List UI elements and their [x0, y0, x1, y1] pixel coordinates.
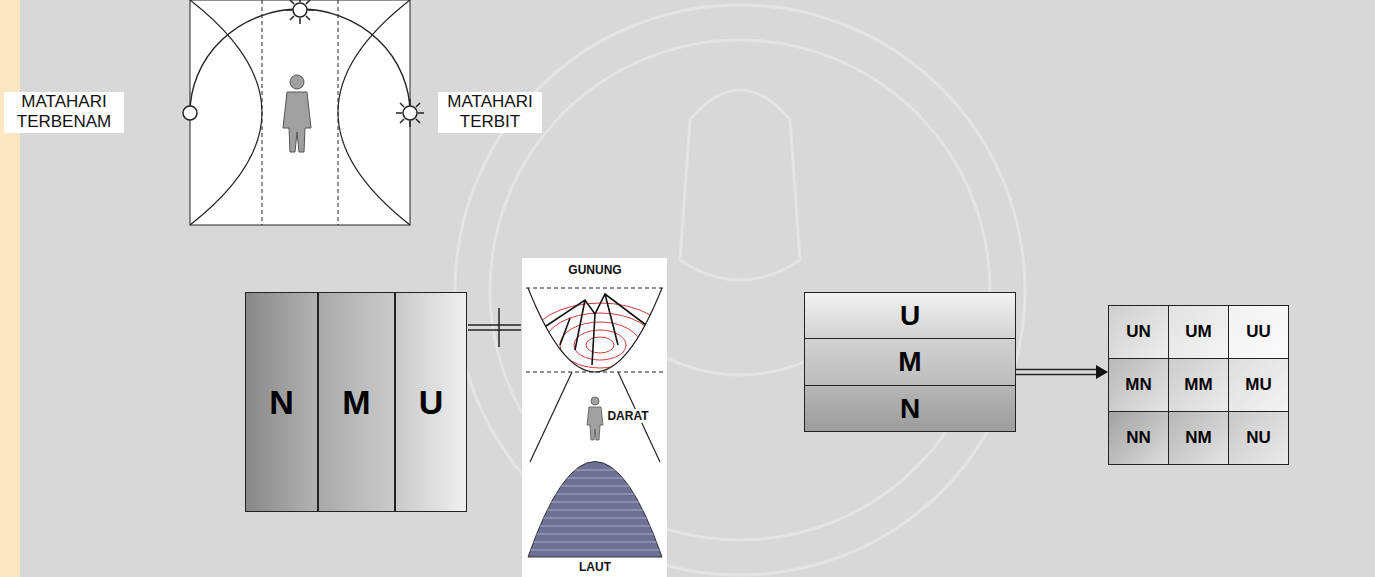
band-letter: U	[900, 300, 920, 332]
band-letter: MU	[1245, 375, 1271, 395]
grid-cell: UU	[1228, 305, 1289, 359]
figure-frame	[190, 0, 410, 225]
dashed-line	[526, 288, 664, 289]
dashed-line	[262, 0, 263, 225]
band-letter: U	[419, 383, 444, 422]
figure-label: GUNUNG	[545, 263, 645, 277]
band-letter: NM	[1185, 428, 1211, 448]
grid-cell: UN	[1108, 305, 1169, 359]
band-letter: NU	[1246, 428, 1271, 448]
vertical-band: M	[318, 292, 395, 512]
horizontal-band: U	[804, 292, 1016, 339]
figure-label: DARAT	[603, 409, 653, 423]
sun-path-figure	[183, 0, 424, 225]
caption-label: MATAHARI TERBENAM	[4, 92, 124, 133]
grid-cell: MM	[1168, 358, 1229, 412]
sunset-circle	[183, 106, 197, 120]
band-letter: UN	[1126, 322, 1151, 342]
person-figure	[283, 75, 311, 152]
band-letter: M	[342, 383, 370, 422]
sea-hatching	[528, 470, 662, 550]
band-letter: N	[269, 383, 294, 422]
sea	[528, 462, 662, 558]
horizontal-band: N	[804, 385, 1016, 432]
grid-cell: NN	[1108, 411, 1169, 465]
double-arrow	[1016, 365, 1108, 379]
land-outline	[530, 372, 660, 462]
vertical-band: U	[395, 292, 467, 512]
grid-cell: MN	[1108, 358, 1169, 412]
figure-frame	[522, 258, 667, 577]
grid-cell: MU	[1228, 358, 1289, 412]
sun-icon	[396, 99, 424, 127]
grid-cell: UM	[1168, 305, 1229, 359]
band-letter: UU	[1246, 322, 1271, 342]
sun-icon	[286, 0, 314, 24]
plus-symbol	[468, 308, 521, 347]
band-letter: MM	[1184, 375, 1212, 395]
person-figure	[587, 397, 603, 440]
arrow-head	[1096, 365, 1108, 379]
horizontal-band: M	[804, 338, 1016, 386]
mountain	[528, 294, 672, 387]
vertical-band: N	[245, 292, 318, 512]
dashed-line	[338, 0, 339, 225]
band-letter: M	[898, 346, 921, 378]
caption-label: MATAHARI TERBIT	[438, 92, 542, 133]
figure-label: LAUT	[545, 560, 645, 574]
band-letter: UM	[1185, 322, 1211, 342]
mountain-land-sea-figure	[522, 258, 672, 577]
side-strip	[0, 0, 20, 577]
band-letter: MN	[1125, 375, 1151, 395]
grid-cell: NM	[1168, 411, 1229, 465]
band-letter: NN	[1126, 428, 1151, 448]
horizon-curve	[190, 0, 262, 225]
grid-cell: NU	[1228, 411, 1289, 465]
band-letter: N	[900, 393, 920, 425]
mountain-outline	[528, 288, 662, 372]
